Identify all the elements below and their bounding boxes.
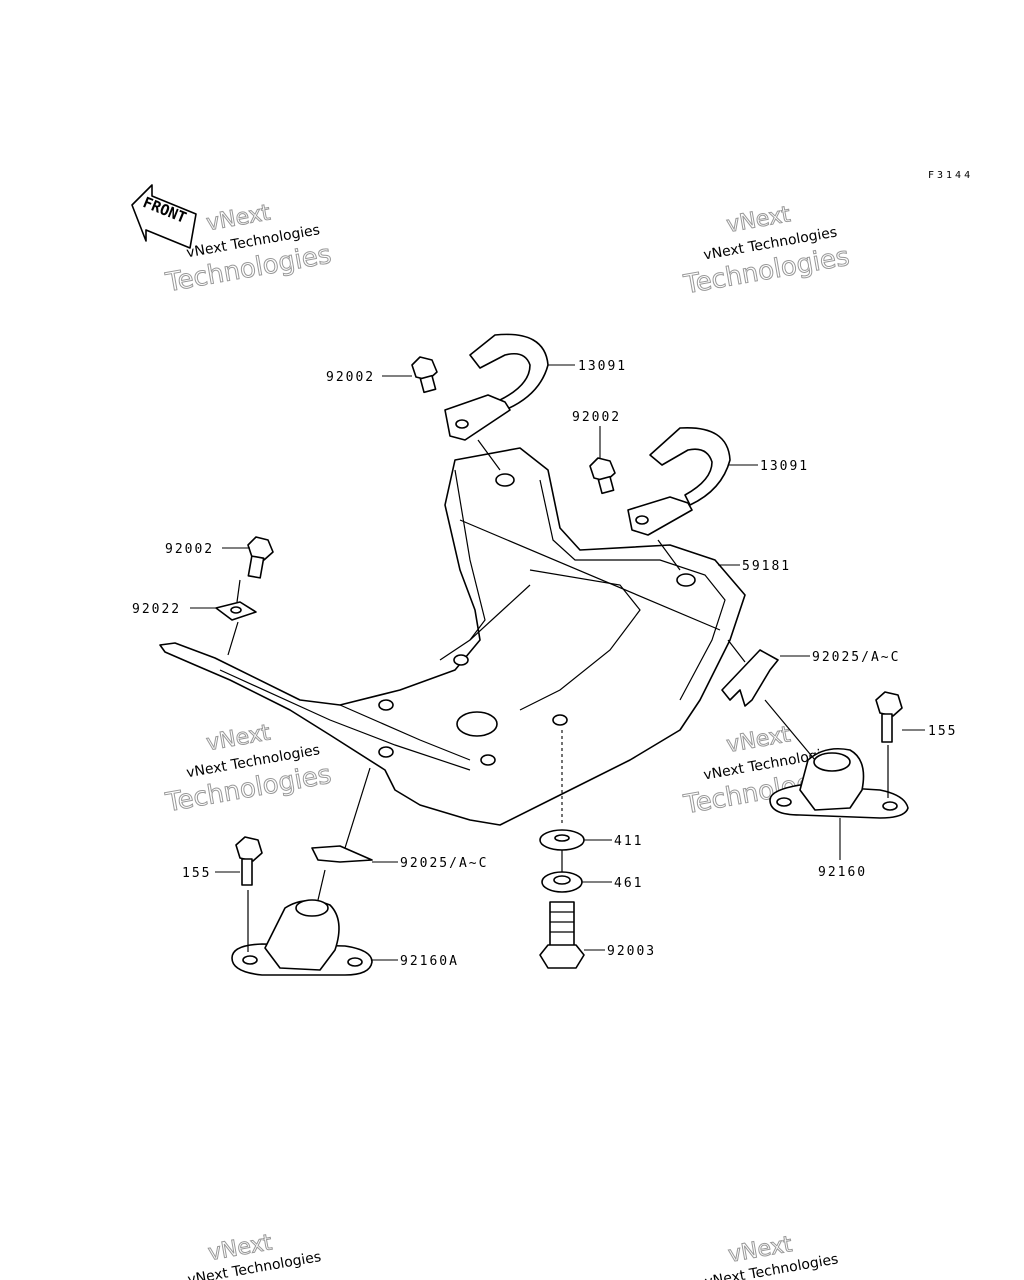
callout-155: 155 xyxy=(182,866,211,881)
callout-59181: 59181 xyxy=(742,559,791,574)
watermark: vNext vNext Technologies Technologies xyxy=(162,720,334,819)
callout-13091: 13091 xyxy=(760,459,809,474)
watermark: vNext vNext Technologies Technologies xyxy=(681,202,853,301)
band-13091-left xyxy=(444,333,549,441)
callout-92022: 92022 xyxy=(132,602,181,617)
callout-13091: 13091 xyxy=(578,359,627,374)
svg-text:vNext: vNext xyxy=(725,722,793,758)
callout-92003: 92003 xyxy=(607,944,656,959)
callout-155: 155 xyxy=(928,724,957,739)
svg-text:vNext: vNext xyxy=(725,202,793,238)
watermark: vNext vNext Technologies xyxy=(186,1230,322,1280)
callout-92002: 92002 xyxy=(326,370,375,385)
mount-92160 xyxy=(769,747,909,819)
bolt-92002-c xyxy=(247,536,274,579)
washer-411 xyxy=(539,829,585,851)
bolt-92002-a xyxy=(411,356,438,394)
callout-92160A: 92160A xyxy=(400,954,459,969)
bolt-155-right xyxy=(875,691,903,743)
svg-text:vNext: vNext xyxy=(205,201,273,237)
callout-92002: 92002 xyxy=(165,542,214,557)
frame-59181 xyxy=(159,447,746,826)
callout-461: 461 xyxy=(614,876,643,891)
shim-92025-left xyxy=(311,845,373,863)
watermark: vNext vNext Technologies xyxy=(704,1232,840,1280)
callout-92025: 92025/A~C xyxy=(400,856,488,871)
callout-92002: 92002 xyxy=(572,410,621,425)
bolt-92003 xyxy=(539,901,585,969)
mount-92160A xyxy=(231,899,373,976)
svg-text:vNext: vNext xyxy=(205,721,273,757)
washer-92022 xyxy=(215,601,257,621)
callout-411: 411 xyxy=(614,834,643,849)
callout-92025: 92025/A~C xyxy=(812,650,900,665)
bolt-155-left xyxy=(235,836,263,886)
bolt-92002-b xyxy=(589,457,616,495)
shim-92025-right xyxy=(721,649,779,707)
callout-92160: 92160 xyxy=(818,865,867,880)
washer-461 xyxy=(541,871,583,893)
front-arrow-icon: FRONT xyxy=(131,184,197,249)
band-13091-right xyxy=(627,427,731,536)
diagram-code: F3144 xyxy=(928,170,973,181)
